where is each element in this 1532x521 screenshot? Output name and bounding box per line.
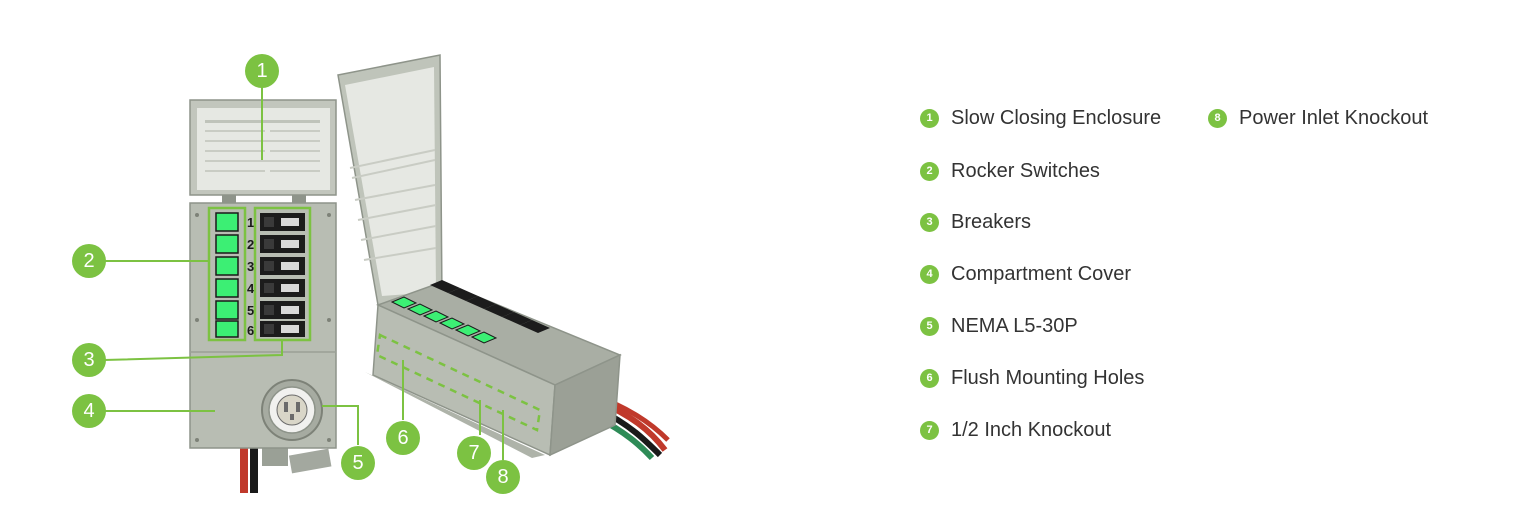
legend-number-1: 1	[920, 108, 939, 128]
legend-label-7: 1/2 Inch Knockout	[951, 418, 1112, 441]
callout-legend: 1 Slow Closing Enclosure 2 Rocker Switch…	[920, 100, 1520, 460]
mounting-holes-highlight	[375, 333, 542, 432]
legend-item-4: 4 Compartment Cover	[920, 260, 1131, 288]
front-breakers	[253, 206, 312, 342]
callout-4: 4	[72, 394, 106, 428]
angled-unit-lid	[337, 54, 443, 306]
front-unit-cables	[240, 446, 332, 493]
legend-number-8: 8	[1208, 108, 1227, 128]
circuit-number: 1	[247, 215, 254, 230]
callout-1-number: 1	[256, 60, 267, 82]
legend-label-1: Slow Closing Enclosure	[951, 106, 1162, 129]
legend-item-6: 6 Flush Mounting Holes	[920, 364, 1144, 392]
legend-label-2: Rocker Switches	[951, 159, 1100, 182]
legend-item-7: 7 1/2 Inch Knockout	[920, 416, 1111, 444]
legend-item-5: 5 NEMA L5-30P	[920, 312, 1078, 340]
circuit-number: 3	[247, 259, 254, 274]
angled-rocker-switches	[390, 296, 498, 344]
callout-7: 7	[457, 436, 491, 470]
callout-6-number: 6	[397, 427, 408, 449]
legend-label-5: NEMA L5-30P	[951, 314, 1078, 337]
legend-number-3: 3	[920, 212, 939, 232]
legend-item-3: 3 Breakers	[920, 208, 1031, 236]
legend-number-4: 4	[920, 264, 939, 284]
circuit-number: 6	[247, 323, 254, 338]
circuit-number: 5	[247, 303, 254, 318]
legend-item-1: 1 Slow Closing Enclosure	[920, 104, 1161, 132]
circuit-number: 2	[247, 237, 254, 252]
callout-2-number: 2	[83, 250, 94, 272]
legend-number-7: 7	[920, 420, 939, 440]
callout-3-number: 3	[83, 349, 94, 371]
circuit-numbers: 1 2 3 4 5 6	[247, 215, 255, 338]
callout-4-number: 4	[83, 400, 94, 422]
callout-8-number: 8	[497, 466, 508, 488]
front-rocker-switches	[207, 206, 247, 342]
callout-5-number: 5	[352, 452, 363, 474]
callout-7-number: 7	[468, 442, 479, 464]
front-power-inlet	[261, 379, 323, 441]
angled-breakers	[430, 280, 550, 333]
legend-number-2: 2	[920, 161, 939, 181]
callout-3: 3	[72, 343, 106, 377]
callout-6: 6	[386, 421, 420, 455]
front-transfer-switch: 1 2 3 4 5 6	[189, 99, 337, 493]
product-figure: 1 2 3 4 5 6	[72, 54, 670, 494]
legend-label-3: Breakers	[951, 210, 1032, 233]
legend-number-6: 6	[920, 368, 939, 388]
leader-lines	[103, 85, 504, 460]
legend-label-4: Compartment Cover	[951, 262, 1132, 285]
legend-label-6: Flush Mounting Holes	[951, 366, 1145, 389]
angled-transfer-switch	[337, 54, 670, 461]
legend-number-5: 5	[920, 316, 939, 336]
legend-item-8: 8 Power Inlet Knockout	[1208, 104, 1428, 132]
circuit-number: 4	[247, 281, 255, 296]
callout-8: 8	[486, 460, 520, 494]
legend-label-8: Power Inlet Knockout	[1239, 106, 1428, 129]
callout-1: 1	[245, 54, 279, 88]
legend-item-2: 2 Rocker Switches	[920, 157, 1100, 185]
callout-2: 2	[72, 244, 106, 278]
callout-5: 5	[341, 446, 375, 480]
